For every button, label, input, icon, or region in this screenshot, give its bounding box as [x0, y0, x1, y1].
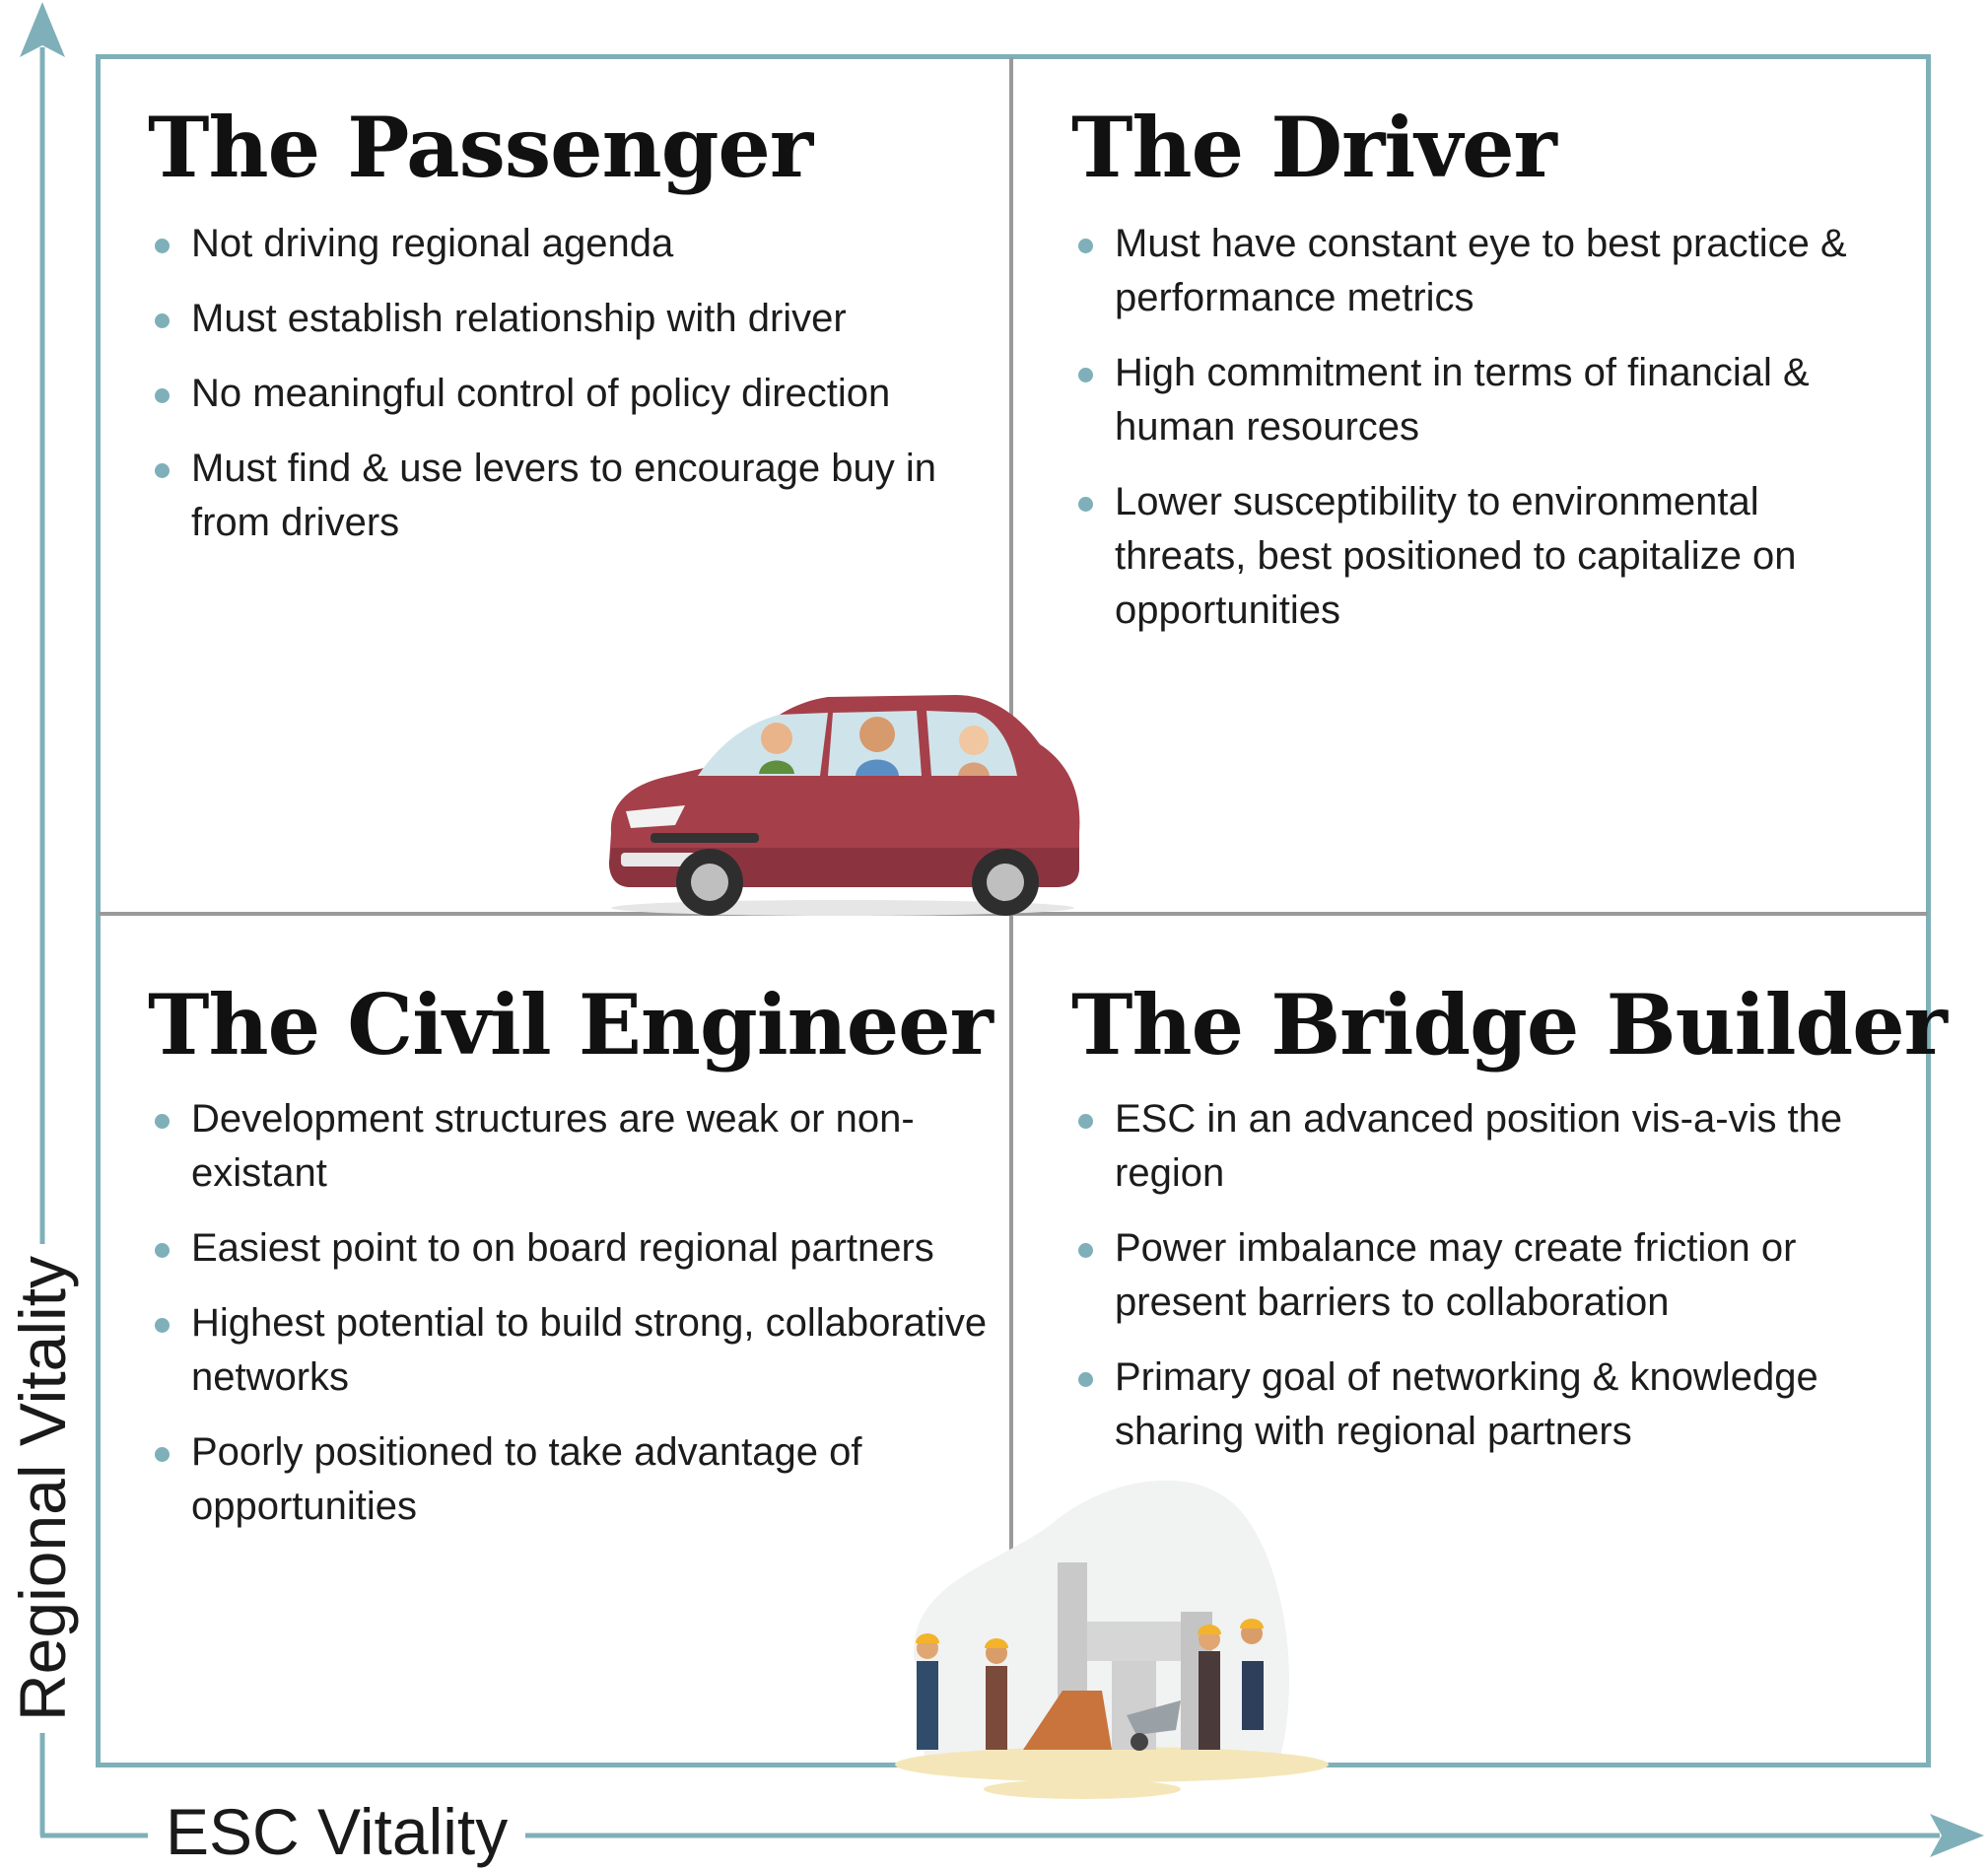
driver-bullets: Must have constant eye to best practice … — [1075, 217, 1893, 658]
bullet-dot — [155, 239, 170, 253]
civil-engineer-bullets: Development structures are weak or non-e… — [152, 1092, 999, 1555]
x-axis-label: ESC Vitality — [148, 1794, 526, 1869]
list-item: Easiest point to on board regional partn… — [152, 1221, 999, 1276]
list-item: Development structures are weak or non-e… — [152, 1092, 999, 1201]
bullet-dot — [1078, 368, 1093, 382]
passenger-bullets: Not driving regional agenda Must establi… — [152, 217, 999, 571]
list-item: High commitment in terms of financial & … — [1075, 346, 1893, 454]
list-item: Must establish relationship with driver — [152, 292, 999, 346]
list-item: Must find & use levers to encourage buy … — [152, 442, 999, 550]
list-item: ESC in an advanced position vis-a-vis th… — [1075, 1092, 1903, 1201]
bridge-builder-bullets: ESC in an advanced position vis-a-vis th… — [1075, 1092, 1903, 1480]
civil-engineer-title: The Civil Engineer — [148, 976, 994, 1074]
bullet-dot — [155, 1447, 170, 1462]
list-item: No meaningful control of policy directio… — [152, 367, 999, 421]
bullet-dot — [1078, 1372, 1093, 1387]
bullet-dot — [155, 463, 170, 478]
bullet-dot — [1078, 1114, 1093, 1129]
bullet-dot — [155, 1318, 170, 1333]
bullet-dot — [155, 313, 170, 328]
list-item: Not driving regional agenda — [152, 217, 999, 271]
list-item: Primary goal of networking & knowledge s… — [1075, 1351, 1903, 1459]
bullet-dot — [1078, 497, 1093, 512]
bullet-dot — [155, 1114, 170, 1129]
bullet-dot — [1078, 1243, 1093, 1258]
x-axis-arrowhead — [1930, 1814, 1984, 1857]
passenger-title: The Passenger — [148, 99, 813, 196]
driver-title: The Driver — [1071, 99, 1557, 196]
list-item: Lower susceptibility to environmental th… — [1075, 475, 1893, 638]
construction-illustration — [895, 1480, 1329, 1799]
list-item: Must have constant eye to best practice … — [1075, 217, 1893, 325]
list-item: Highest potential to build strong, colla… — [152, 1296, 999, 1405]
bullet-dot — [155, 1243, 170, 1258]
bullet-dot — [1078, 239, 1093, 253]
list-item: Power imbalance may create friction or p… — [1075, 1221, 1903, 1330]
y-axis-arrowhead — [20, 2, 65, 57]
bridge-builder-title: The Bridge Builder — [1071, 976, 1948, 1074]
list-item: Poorly positioned to take advantage of o… — [152, 1425, 999, 1534]
car-illustration — [609, 695, 1080, 916]
bullet-dot — [155, 388, 170, 403]
